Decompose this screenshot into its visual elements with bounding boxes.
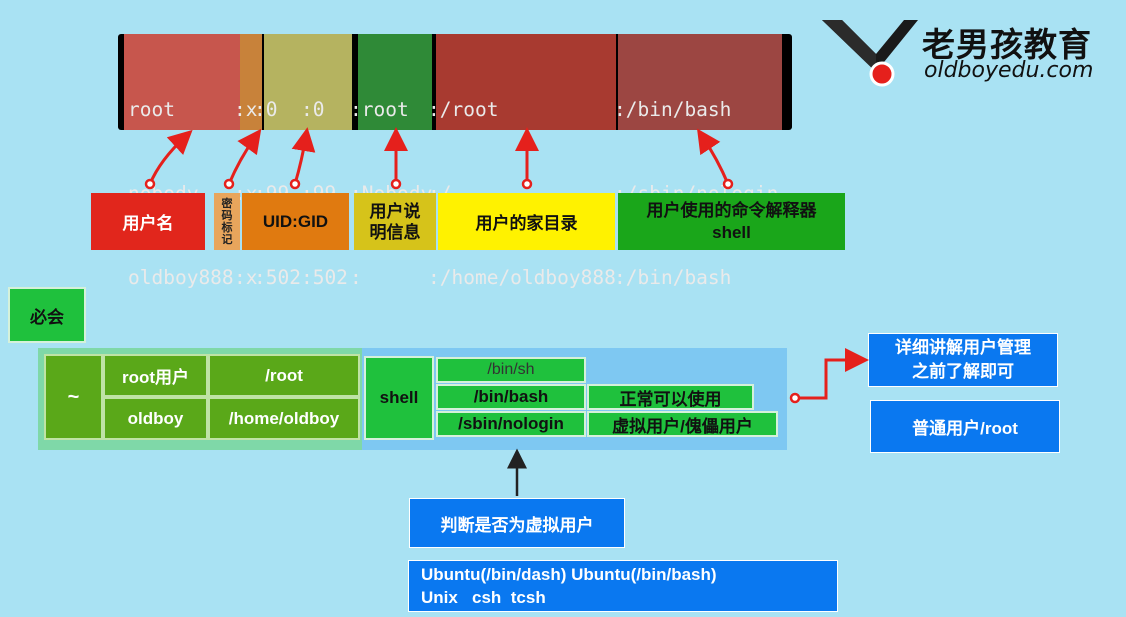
arrow-pwmark [227,128,262,185]
passwd-user: oldboy888 [128,266,234,289]
passwd-shell: :/bin/bash [614,266,732,289]
judge-virtual-box: 判断是否为虚拟用户 [409,498,625,548]
logo-v-icon [822,20,918,87]
detail-note-box: 详细讲解用户管理 之前了解即可 [868,333,1058,387]
label-uidgid: UID:GID [242,193,349,250]
passwd-ids: :0 :0 [254,98,325,121]
passwd-home: :/root [428,98,499,121]
passwd-ids: :502:502 [254,266,348,289]
home-dir-oldboy: /home/oldboy [208,397,360,440]
username-highlight [124,34,240,130]
shell-title-cell: shell [364,356,434,440]
logo-en-text: oldboyedu.com [924,58,1094,83]
label-shell: 用户使用的命令解释器 shell [618,193,845,250]
label-home: 用户的家目录 [438,193,615,250]
distro-shell-box: Ubuntu(/bin/dash) Ubuntu(/bin/bash) Unix… [408,560,838,612]
passwd-shell: :/bin/bash [614,98,732,121]
logo: 老男孩教育 oldboyedu.com [818,12,1118,92]
label-username: 用户名 [91,193,205,250]
home-dir-root: /root [208,354,360,397]
logo-cn-text: 老男孩教育 [922,25,1092,64]
ids-highlight [264,34,352,130]
shell-item-bash: /bin/bash [436,384,586,410]
home-highlight [436,34,616,130]
shell-item-sh: /bin/sh [436,357,586,383]
passwd-desc: :root [350,98,409,121]
tilde-cell: ~ [44,354,103,440]
passwd-desc: : [350,266,362,289]
home-user-oldboy: oldboy [103,397,208,440]
pwmark-highlight [240,34,262,130]
label-pwmark: 密 码 标 记 [214,193,240,250]
desc-highlight [358,34,432,130]
passwd-x: :x [234,98,258,121]
arrow-username [148,129,193,185]
shell-note-normal: 正常可以使用 [587,384,754,410]
shell-note-virtual: 虚拟用户/傀儡用户 [587,411,778,437]
shell-highlight [618,34,782,130]
label-desc: 用户说 明信息 [354,193,436,250]
arrow-uidgid [291,127,316,185]
shell-item-nologin: /sbin/nologin [436,411,586,437]
passwd-x: :x [234,266,258,289]
normal-user-note-box: 普通用户/root [870,400,1060,453]
arrow-shell [697,128,730,185]
must-know-badge: 必会 [8,287,86,343]
home-user-root: root用户 [103,354,208,397]
passwd-user: root [128,98,175,121]
passwd-home: :/home/oldboy888 [428,266,616,289]
arrow-shell-table [795,348,869,400]
